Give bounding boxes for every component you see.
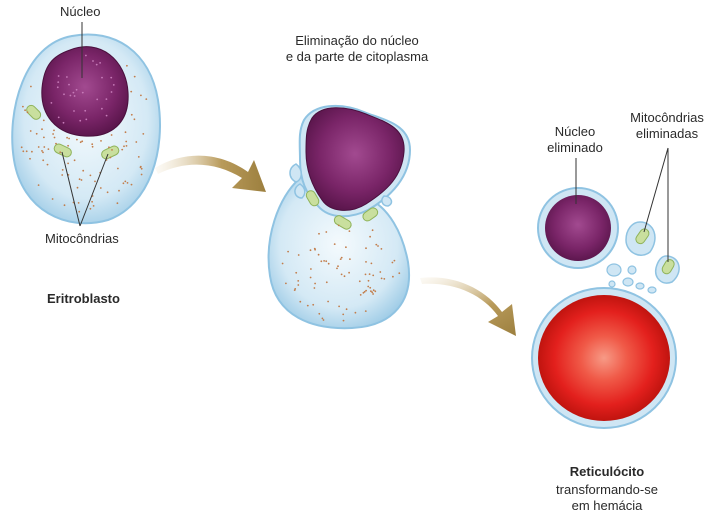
reticulocito-body	[538, 295, 670, 421]
arrow-1	[155, 155, 266, 192]
eliminating-small-blebs	[289, 163, 393, 207]
expelled-nucleus	[545, 195, 611, 261]
mito-eliminadas-leaders	[643, 147, 669, 262]
expelled-nucleus-cell	[537, 187, 619, 269]
label-transformando-1: transformando-se	[556, 482, 658, 497]
label-eliminacao-1: Eliminação do núcleo	[295, 33, 419, 48]
label-transformando-2: em hemácia	[571, 498, 643, 513]
eritroblasto-granules	[20, 64, 148, 213]
expelled-mitochondria	[625, 221, 680, 284]
label-mito-eliminadas-1: Mitocôndrias	[630, 110, 704, 125]
eliminating-mitochondria	[305, 190, 379, 230]
label-nucleo-eliminado-2: eliminado	[547, 140, 603, 155]
reticulocito-cell	[531, 287, 677, 429]
eliminating-cell	[267, 104, 412, 330]
eritroblasto-cell	[11, 33, 161, 225]
eritroblasto-mitochondria	[26, 104, 120, 160]
label-eliminacao-2: e da parte de citoplasma	[285, 49, 429, 64]
label-mito-eliminadas-2: eliminadas	[635, 126, 699, 141]
small-vesicles	[606, 263, 657, 294]
label-nucleo-eliminado-1: Núcleo	[554, 124, 596, 139]
eritroblasto-nucleus	[41, 46, 129, 137]
eliminating-granules	[281, 224, 401, 322]
mitocondrias-leader-lines	[61, 151, 109, 227]
label-eritroblasto: Eritroblasto	[47, 291, 120, 306]
label-mitocondrias: Mitocôndrias	[45, 231, 119, 246]
nucleus-granules	[50, 54, 115, 124]
eliminating-nucleus	[305, 107, 405, 211]
label-nucleo: Núcleo	[60, 4, 101, 19]
arrow-2	[420, 277, 516, 336]
label-reticulocito: Reticulócito	[569, 464, 645, 479]
